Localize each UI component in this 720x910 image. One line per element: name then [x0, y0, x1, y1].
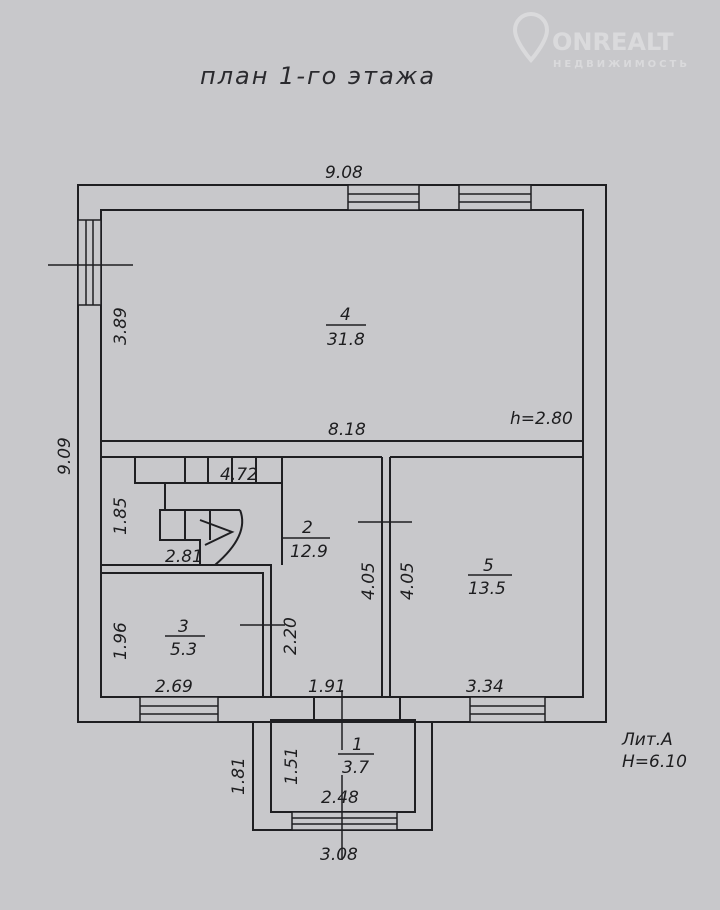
room-1-area: 3.7: [342, 758, 369, 778]
watermark-logo: ONREALT НЕДВИЖИМОСТЬ: [512, 12, 690, 70]
room-2-area: 12.9: [290, 542, 328, 562]
cut-lines: [48, 264, 512, 860]
window-porch: [291, 811, 398, 831]
watermark-subtitle: НЕДВИЖИМОСТЬ: [553, 59, 690, 70]
dim-room3-height: 1.96: [111, 622, 131, 660]
dim-room4-height: 3.89: [111, 307, 131, 345]
room-4-number: 4: [340, 305, 351, 325]
dim-stair-depth: 1.85: [111, 497, 131, 535]
dim-room2-height: 4.05: [359, 562, 379, 600]
dim-room2-width: 1.91: [308, 677, 346, 697]
dim-inner-width: 8.18: [328, 420, 366, 440]
window-bottom-1: [139, 696, 219, 723]
dim-room5-width: 3.34: [466, 677, 504, 697]
watermark-brand: ONREALT: [552, 28, 674, 56]
window-bottom-2: [469, 696, 546, 723]
room-4-area: 31.8: [327, 330, 365, 350]
legend-lit: Лит.А: [621, 730, 673, 750]
dim-stair-width: 4.72: [220, 465, 258, 485]
plan-title: план 1-го этажа: [200, 62, 436, 90]
dim-top-width: 9.08: [325, 163, 363, 183]
room-5-number: 5: [483, 556, 494, 576]
dim-porch-outer-height: 1.81: [229, 757, 249, 795]
dim-left-height: 9.09: [55, 437, 75, 475]
window-left: [77, 219, 102, 306]
dim-porch-width: 2.48: [321, 788, 359, 808]
room-labels: 4 31.8 2 12.9 3 5.3 5 13.5 1 3.7: [170, 305, 506, 778]
room-3-area: 5.3: [170, 640, 197, 660]
window-top-1: [347, 184, 420, 211]
room-3-number: 3: [178, 617, 189, 637]
dim-stair-run: 2.81: [165, 547, 203, 567]
windows: [77, 184, 546, 831]
dim-porch-outer-width: 3.08: [320, 845, 358, 865]
dim-room2-wall: 2.20: [281, 617, 301, 655]
room-2-number: 2: [302, 518, 313, 538]
dim-ceiling-height: h=2.80: [510, 409, 573, 429]
dim-porch-height: 1.51: [282, 747, 302, 785]
dimension-labels: 9.08 9.09 3.89 8.18 h=2.80 4.72 1.85 2.8…: [55, 163, 573, 865]
legend-height: H=6.10: [622, 752, 687, 772]
window-top-2: [458, 184, 532, 211]
room-5-area: 13.5: [468, 579, 506, 599]
dim-room3-width: 2.69: [155, 677, 193, 697]
legend: Лит.А H=6.10: [621, 730, 687, 772]
room-1-number: 1: [352, 735, 363, 755]
dim-room5-height: 4.05: [398, 562, 418, 600]
